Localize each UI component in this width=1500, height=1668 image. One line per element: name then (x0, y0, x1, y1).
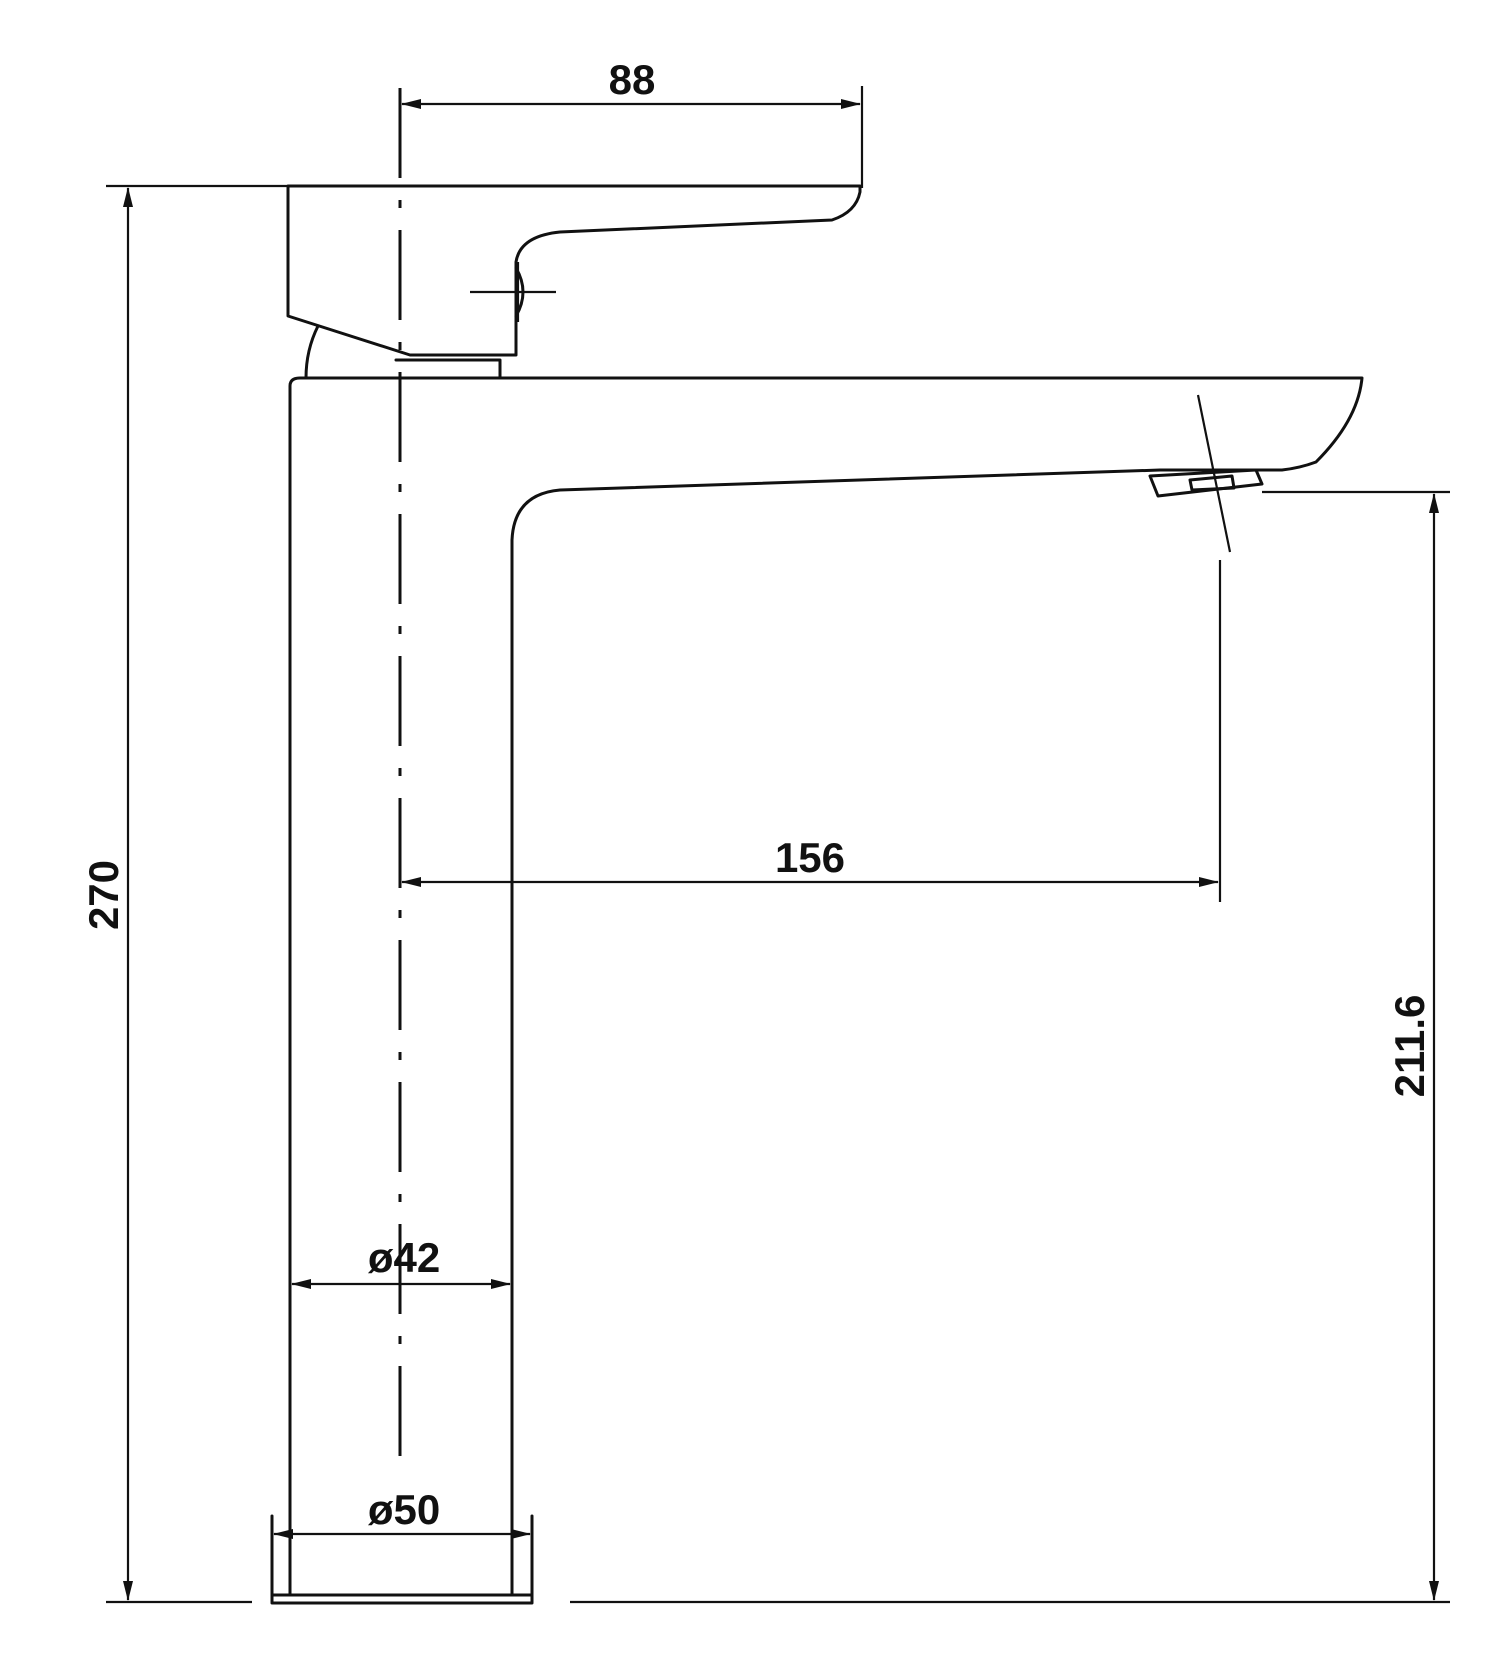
lever-handle (286, 184, 862, 357)
dimension-label-270: 270 (80, 860, 127, 930)
dimension-body-diameter: ø42 (291, 1234, 511, 1289)
dimension-spout-reach: 156 (401, 560, 1222, 902)
faucet-outline (270, 184, 1364, 1605)
dimension-base-diameter: ø50 (273, 1486, 531, 1539)
dimension-total-height: 270 (80, 184, 400, 1604)
dimension-label-88: 88 (609, 56, 656, 103)
lever-cartridge-base (394, 358, 502, 380)
dimension-label-211-6: 211.6 (1386, 995, 1433, 1098)
dimension-spout-height: 211.6 (570, 490, 1450, 1604)
aerator-insert (1188, 474, 1236, 492)
dimension-label-50: ø50 (368, 1486, 440, 1533)
lever-pivot (304, 324, 320, 380)
base-plate (270, 1593, 534, 1605)
faucet-body (288, 376, 1364, 1597)
dimension-label-156: 156 (775, 834, 845, 881)
dimension-handle-reach: 88 (401, 56, 864, 188)
aerator (1148, 468, 1264, 498)
dimension-label-42: ø42 (368, 1234, 440, 1281)
outlet-axis (1196, 394, 1232, 553)
